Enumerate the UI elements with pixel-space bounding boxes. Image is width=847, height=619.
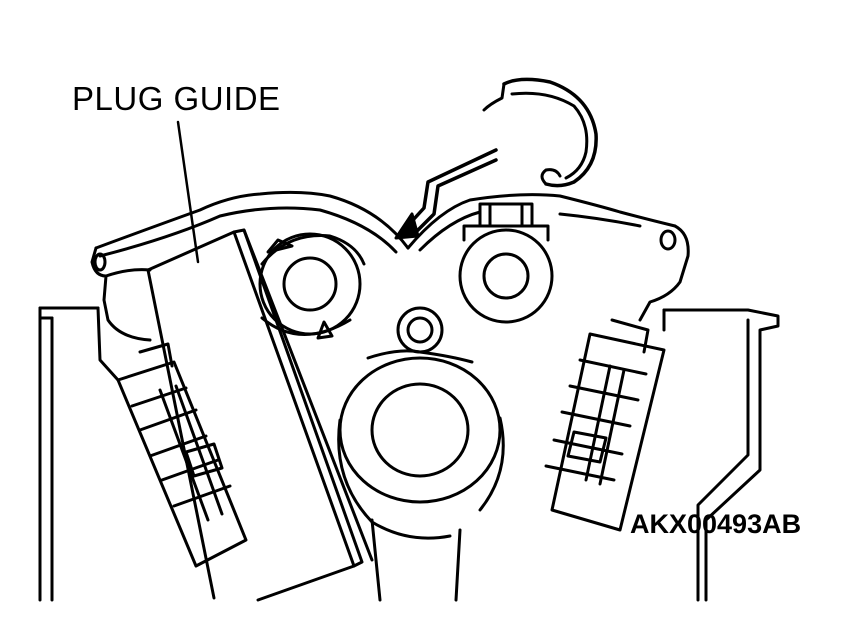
- cylinder-head-left-wall: [38, 306, 120, 602]
- right-camshaft: [458, 202, 554, 324]
- cylinder-head-right-wall: [662, 308, 780, 602]
- center-bolt: [396, 306, 444, 354]
- left-valve-spring: [116, 342, 248, 568]
- figure-code: AKX00493AB: [630, 509, 802, 539]
- rocker-housing: [90, 190, 690, 342]
- plug-guide-leader-line: [176, 120, 200, 264]
- plug-guide: [146, 228, 374, 602]
- left-camshaft: [258, 232, 366, 340]
- removal-arrow: [394, 148, 498, 240]
- snap-ring: [482, 77, 598, 188]
- plug-guide-label: PLUG GUIDE: [72, 80, 281, 117]
- right-valve-spring: [544, 318, 666, 532]
- lower-port: [337, 349, 505, 602]
